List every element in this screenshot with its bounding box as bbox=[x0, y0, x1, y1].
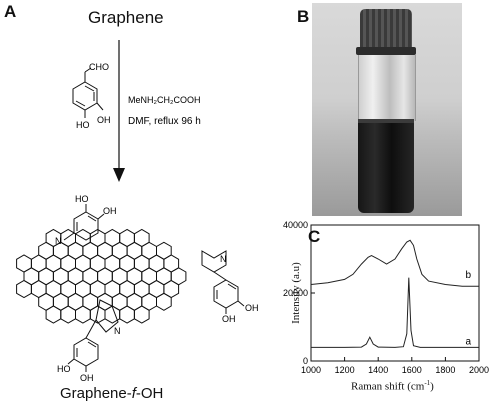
x-axis-label-close: ) bbox=[430, 380, 434, 393]
series-line-b bbox=[310, 239, 479, 287]
graphene-hexagon bbox=[133, 305, 150, 324]
y-axis-label: Intensity (a.u) bbox=[290, 262, 302, 324]
vial-dispersion bbox=[358, 121, 414, 213]
pyrrolidine-top-n-label: N bbox=[55, 236, 62, 246]
x-tick-label: 1400 bbox=[368, 365, 388, 375]
x-tick-label: 1800 bbox=[435, 365, 455, 375]
y-tick-label: 20000 bbox=[283, 288, 308, 298]
x-tick-label: 1600 bbox=[402, 365, 422, 375]
product-name-suffix: -OH bbox=[135, 385, 164, 402]
product-catechol-top bbox=[63, 204, 105, 241]
y-tick-label: 40000 bbox=[283, 220, 308, 230]
graphene-sheet-drawing bbox=[16, 228, 187, 324]
graphene-hexagon bbox=[156, 292, 172, 311]
series-label-a: a bbox=[466, 336, 472, 347]
panel-b-label: B bbox=[297, 7, 310, 26]
catechol-bottom-ho-label: HO bbox=[57, 364, 71, 374]
product-catechol-right bbox=[201, 250, 245, 314]
vial-meniscus bbox=[358, 119, 414, 123]
x-tick-label: 1200 bbox=[335, 365, 355, 375]
x-tick-label: 1000 bbox=[301, 365, 321, 375]
product-catechol-bottom bbox=[67, 299, 119, 372]
vial-glass-clear bbox=[358, 55, 416, 121]
pyrrolidine-bottom-n-label: N bbox=[114, 326, 121, 336]
catechol-top-ho-label: HO bbox=[75, 194, 89, 204]
aldehyde-cho-label: CHO bbox=[89, 62, 109, 72]
pyrrolidine-right-n-label: N bbox=[220, 254, 227, 264]
catechol-right-oh-label: OH bbox=[245, 303, 259, 313]
chart-frame bbox=[310, 224, 480, 362]
reagent-sarcosine: MeNH₂CH₂COOH bbox=[128, 95, 201, 105]
series-line-a bbox=[311, 277, 479, 348]
x-axis-label-text: Raman shift (cm bbox=[351, 380, 425, 393]
catechol-top-oh-label: OH bbox=[103, 206, 117, 216]
x-tick-label: 2000 bbox=[469, 365, 489, 375]
product-name-italic: f bbox=[131, 385, 136, 402]
reagent-conditions: DMF, reflux 96 h bbox=[128, 116, 201, 127]
aldehyde-ho-label: HO bbox=[76, 120, 90, 130]
series-label-b: b bbox=[466, 270, 472, 281]
x-axis-label: Raman shift (cm-1) bbox=[351, 379, 434, 393]
reactant-graphene: Graphene bbox=[88, 8, 164, 27]
reaction-arrow-head bbox=[113, 168, 125, 182]
product-name-prefix: Graphene- bbox=[60, 385, 132, 402]
vial-cap-rim bbox=[356, 47, 416, 55]
panel-c-label: C bbox=[308, 227, 321, 246]
aldehyde-molecule bbox=[72, 67, 104, 118]
panel-a-label: A bbox=[4, 2, 17, 21]
y-tick-label: 0 bbox=[303, 356, 308, 366]
catechol-bottom-oh-label: OH bbox=[80, 373, 94, 383]
aldehyde-oh-label: OH bbox=[97, 115, 111, 125]
x-axis-label-unit-exponent: -1 bbox=[424, 379, 431, 387]
catechol-right-oh2-label: OH bbox=[222, 314, 236, 324]
vial-photo bbox=[312, 3, 462, 216]
vial-cap bbox=[360, 9, 412, 49]
product-name: Graphene-f-OH bbox=[60, 385, 163, 402]
